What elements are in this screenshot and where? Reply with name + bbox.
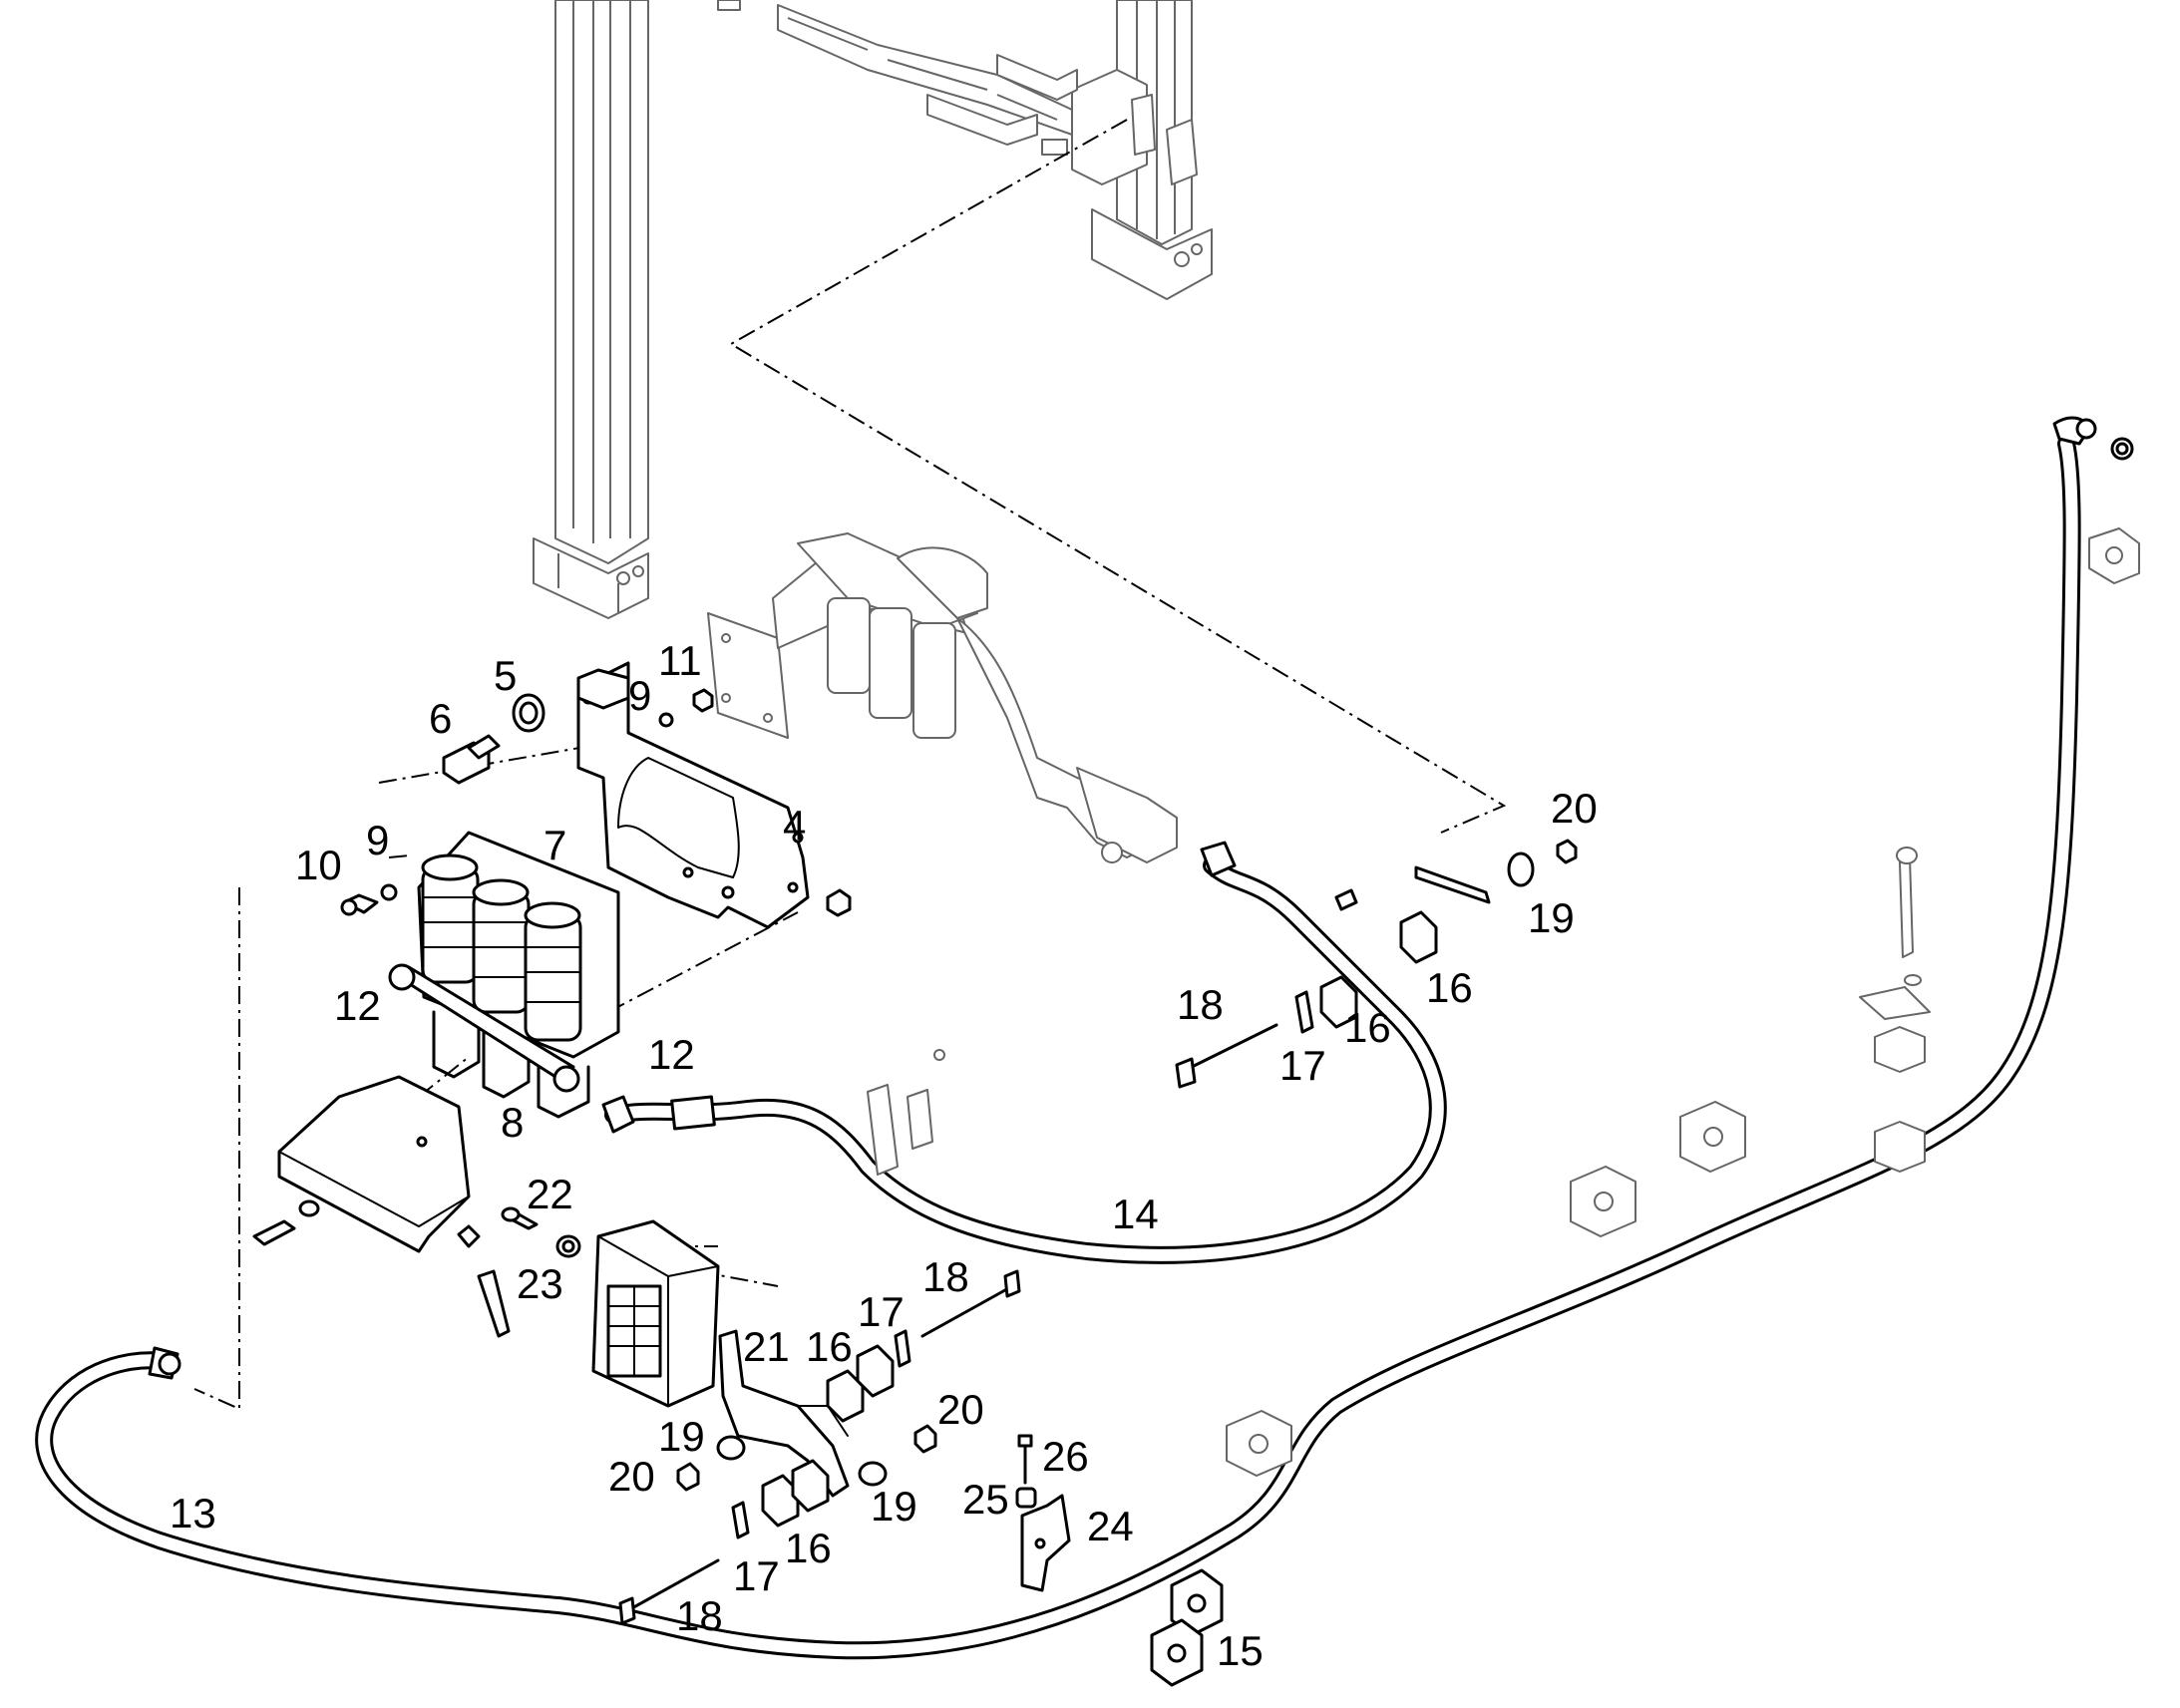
part-25-spacer — [1015, 1487, 1037, 1509]
callout-18a: 18 — [1177, 981, 1224, 1028]
callout-16b: 16 — [1344, 1004, 1391, 1051]
callout-8: 8 — [501, 1099, 524, 1146]
filter-canister-3 — [524, 901, 582, 1042]
callout-23: 23 — [517, 1260, 563, 1307]
callout-5: 5 — [494, 652, 517, 699]
part-9-nut — [380, 712, 674, 901]
callout-26: 26 — [1042, 1433, 1089, 1480]
part-7-filter-assembly — [417, 831, 620, 1059]
callout-19b: 19 — [658, 1413, 705, 1460]
callout-18b: 18 — [922, 1253, 969, 1300]
callout-16a: 16 — [1426, 964, 1473, 1011]
clamp-upper-right — [1175, 839, 1578, 1089]
tray-bolt — [252, 1199, 320, 1246]
part-8-support-frame — [432, 1010, 590, 1119]
part-6-bolt — [442, 734, 501, 785]
filter-canister-2 — [472, 878, 531, 1014]
relay-box — [591, 1219, 720, 1408]
part-23-washer — [555, 1234, 581, 1258]
part-22-bolt — [501, 1206, 539, 1230]
part-24-bracket — [1020, 1494, 1071, 1592]
callout-16c: 16 — [806, 1323, 853, 1370]
callout-17c: 17 — [733, 1552, 780, 1599]
tray-valve — [457, 1224, 511, 1338]
callout-20a: 20 — [1551, 785, 1598, 832]
hose-13 — [35, 416, 2134, 1660]
callout-9a: 9 — [628, 672, 651, 719]
tray — [277, 1075, 471, 1253]
callout-24: 24 — [1087, 1503, 1134, 1549]
callout-22: 22 — [527, 1171, 573, 1217]
hose-clamps-ghost — [867, 527, 2140, 1477]
callout-17b: 17 — [858, 1288, 905, 1335]
callout-10: 10 — [295, 842, 342, 888]
callout-20b: 20 — [937, 1386, 984, 1433]
callout-25: 25 — [962, 1476, 1009, 1523]
callout-4: 4 — [783, 802, 806, 849]
part-15-clamp-pair — [1150, 1568, 1224, 1687]
part-11-nut — [692, 688, 714, 713]
callout-19c: 19 — [871, 1483, 917, 1530]
callout-7: 7 — [544, 822, 566, 868]
callout-12b: 12 — [648, 1031, 695, 1078]
part-5-washer — [512, 693, 545, 733]
callout-13: 13 — [170, 1490, 216, 1537]
nut-on-plate — [826, 888, 852, 917]
part-4-mounting-plate — [576, 661, 810, 929]
callout-21: 21 — [743, 1323, 790, 1370]
frame-crossmember — [717, 0, 1078, 156]
callout-20c: 20 — [608, 1453, 655, 1500]
callout-12a: 12 — [334, 982, 381, 1029]
frame-column-left — [533, 0, 649, 619]
callout-18c: 18 — [676, 1592, 723, 1639]
callout-17a: 17 — [1279, 1042, 1326, 1089]
filter-bank-ghost — [707, 532, 1178, 863]
hose-14 — [601, 841, 1447, 1264]
part-12-manifold-tube — [388, 963, 580, 1093]
part-10-bolt — [340, 893, 379, 916]
clamp-lower-upper — [676, 1269, 1021, 1492]
frame-column-right — [1071, 0, 1213, 300]
callout-11: 11 — [658, 637, 702, 684]
callout-6: 6 — [429, 695, 452, 742]
callout-9b: 9 — [366, 817, 389, 863]
clamp-lower-lower — [618, 1459, 830, 1625]
callout-16d: 16 — [785, 1525, 832, 1571]
callout-19a: 19 — [1528, 894, 1575, 941]
callout-14: 14 — [1112, 1191, 1159, 1237]
filter-canister-1 — [421, 854, 480, 984]
part-26-screw — [1017, 1434, 1033, 1485]
callouts: 4 5 6 7 8 9 9 10 11 12 12 13 14 15 16 16… — [170, 637, 1598, 1674]
callout-15: 15 — [1217, 1627, 1264, 1674]
